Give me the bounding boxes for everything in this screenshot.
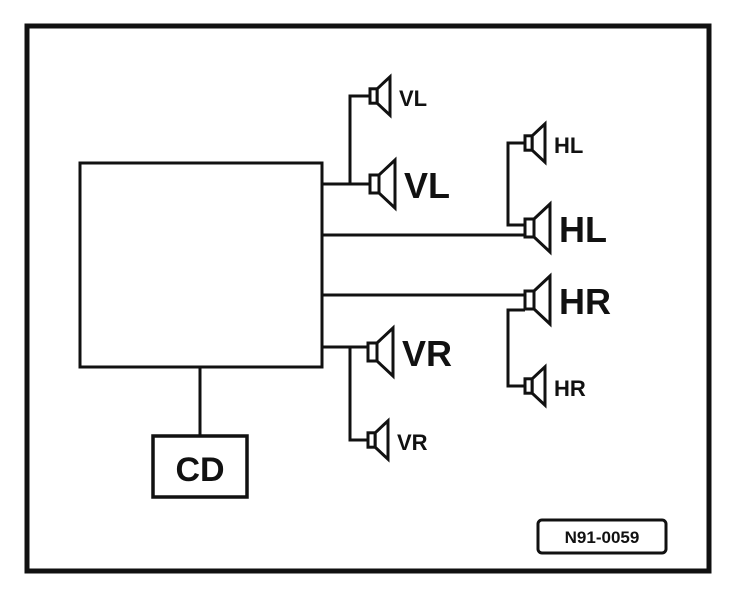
speaker-cone-icon — [377, 156, 397, 212]
speaker-vr-small: VR — [366, 417, 428, 463]
wire-vl-branch — [348, 94, 370, 184]
speaker-label: HR — [559, 281, 611, 322]
speaker-label: HL — [559, 209, 607, 250]
speaker-label: HL — [554, 133, 583, 158]
speaker-label: VR — [397, 430, 428, 455]
speaker-hl-large: HL — [523, 200, 607, 256]
speaker-cone-icon — [375, 324, 395, 380]
cd-changer-box — [151, 434, 249, 499]
speaker-vl-large: VL — [368, 156, 450, 212]
cd-label: CD — [175, 451, 224, 489]
speaker-label: VL — [399, 86, 427, 111]
speaker-group: VL VL HL HL HR HR VR VR — [366, 73, 611, 463]
wire-hr-branch — [506, 308, 525, 388]
speaker-cone-icon — [530, 363, 547, 409]
speaker-cone-icon — [373, 417, 390, 463]
speaker-vr-large: VR — [366, 324, 452, 380]
wiring — [322, 94, 525, 442]
speaker-cone-icon — [532, 272, 552, 328]
speaker-hr-small: HR — [523, 363, 586, 409]
speaker-vl-small: VL — [368, 73, 427, 119]
speaker-hl-small: HL — [523, 120, 583, 166]
head-unit-box — [78, 161, 324, 369]
speaker-label: VR — [402, 333, 452, 374]
speaker-label: VL — [404, 165, 450, 206]
figure-code: N91-0059 — [565, 528, 640, 547]
speaker-cone-icon — [375, 73, 392, 119]
wire-vr-branch — [348, 347, 368, 442]
outer-frame — [24, 23, 712, 574]
speaker-cone-icon — [530, 120, 547, 166]
speaker-cone-icon — [532, 200, 552, 256]
wire-hl-branch — [506, 141, 525, 227]
speaker-hr-large: HR — [523, 272, 611, 328]
figure-code-box — [536, 518, 668, 555]
speaker-label: HR — [554, 376, 586, 401]
